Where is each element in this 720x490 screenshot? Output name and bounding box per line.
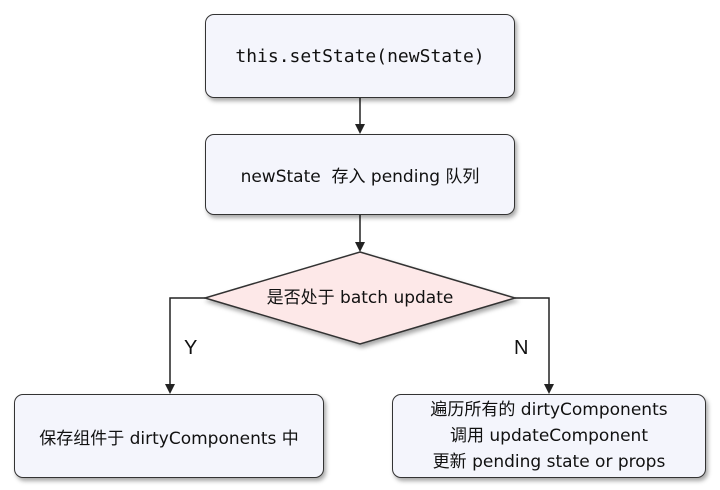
pending-queue-node: newState 存入 pending 队列 — [205, 134, 515, 215]
pending-queue-label: newState 存入 pending 队列 — [240, 167, 480, 187]
process-dirty-node: 遍历所有的 dirtyComponents 调用 updateComponent… — [392, 394, 706, 478]
no-label: N — [514, 337, 529, 359]
decision-label: 是否处于 batch update — [266, 288, 454, 308]
save-dirty-label: 保存组件于 dirtyComponents 中 — [39, 428, 299, 449]
decision-diamond — [202, 251, 518, 345]
arrow-no-branch — [515, 297, 554, 394]
save-dirty-node: 保存组件于 dirtyComponents 中 — [14, 394, 324, 478]
yes-label: Y — [184, 337, 198, 359]
process-line-1: 遍历所有的 dirtyComponents — [430, 400, 668, 420]
setstate-label: this.setState(newState) — [235, 45, 485, 67]
setstate-node: this.setState(newState) — [205, 14, 515, 98]
process-line-2: 调用 updateComponent — [450, 426, 648, 446]
arrow-yes-branch — [165, 297, 205, 394]
process-line-3: 更新 pending state or props — [432, 452, 666, 472]
